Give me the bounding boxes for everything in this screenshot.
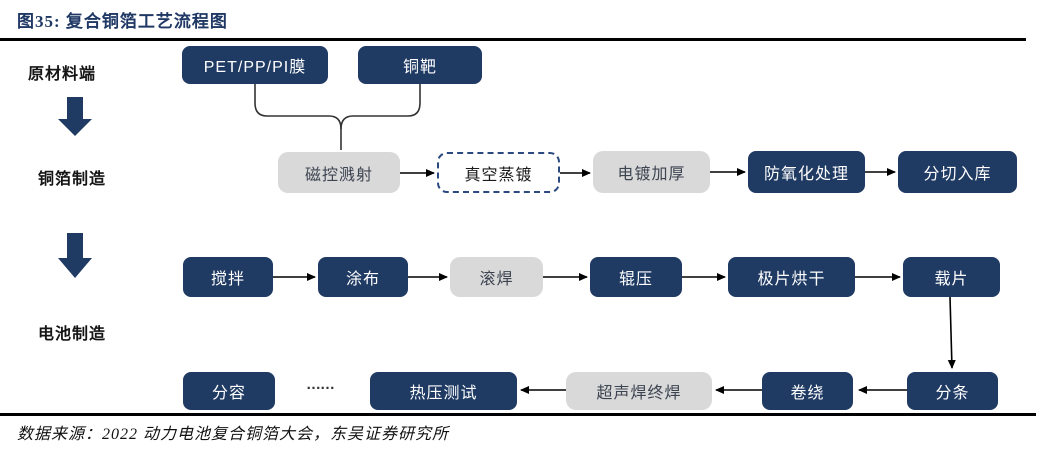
node-vacuum-evaporation: 真空蒸镀 [437,152,560,193]
node-magnetron-sputtering: 磁控溅射 [278,152,400,193]
node-hot-press-testing: 热压测试 [370,372,517,410]
node-roll-welding: 滚焊 [450,257,543,297]
stage-label-foil-manufacturing: 铜箔制造 [38,171,107,188]
stage-label-battery-manufacturing: 电池制造 [38,326,107,343]
stage-down-arrow-icon [58,97,92,136]
ellipsis-dots: …… [306,376,335,393]
brace-connector [340,84,421,130]
node-copper-target: 铜靶 [358,46,482,84]
node-capacity-grading: 分容 [183,372,275,410]
brace-connector [254,84,342,150]
node-anti-oxidation-treatment: 防氧化处理 [748,151,865,193]
node-electrode-drying: 极片烘干 [728,257,855,297]
stage-label-raw-materials: 原材料端 [28,66,97,83]
figure-title: 图35: 复合铜箔工艺流程图 [17,12,228,31]
node-ultrasonic-final-welding: 超声焊终焊 [566,372,712,410]
node-coating: 涂布 [318,257,408,297]
stage-down-arrow-icon [58,233,92,278]
node-roller-pressing: 辊压 [590,257,682,297]
flow-arrow-vertical [947,296,956,369]
node-mixing: 搅拌 [183,257,273,297]
node-sheet-loading: 载片 [903,257,1000,297]
node-slitting-warehousing: 分切入库 [898,151,1017,193]
node-pet-pp-pi-film: PET/PP/PI膜 [182,46,328,84]
node-winding: 卷绕 [762,372,853,410]
node-strip-slitting: 分条 [907,372,998,410]
header-rule [0,38,1026,41]
footer-rule [0,413,1036,416]
node-electroplating-thickening: 电镀加厚 [593,151,710,193]
data-source-text: 数据来源：2022 动力电池复合铜箔大会，东吴证券研究所 [17,426,450,443]
